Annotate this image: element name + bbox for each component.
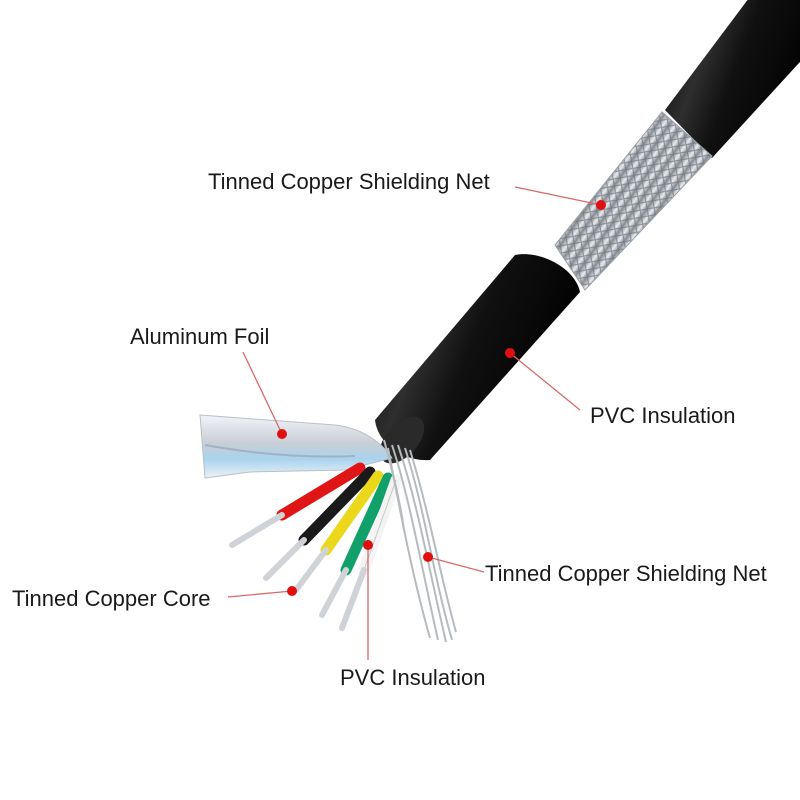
label-aluminum-foil: Aluminum Foil (130, 324, 270, 349)
aluminum-foil-wrap (199, 414, 393, 479)
label-pvc-inner: PVC Insulation (340, 665, 486, 690)
marker-aluminum-foil (277, 429, 287, 439)
inner-wires (229, 462, 402, 631)
marker-copper-core (287, 586, 297, 596)
upper-jacket (665, 0, 800, 158)
wire-yellow (293, 470, 384, 593)
label-pvc-outer: PVC Insulation (590, 403, 736, 428)
label-shield-bottom: Tinned Copper Shielding Net (485, 561, 767, 586)
wire-green (319, 472, 394, 618)
wire-red (229, 462, 366, 548)
marker-pvc-inner (363, 540, 373, 550)
marker-dots (277, 200, 606, 596)
leader-lines (227, 186, 602, 660)
upper-braid (554, 111, 713, 291)
marker-shield-top (596, 200, 606, 210)
label-copper-core: Tinned Copper Core (12, 586, 211, 611)
wire-white (339, 474, 402, 631)
lower-jacket (375, 254, 580, 464)
wire-black (263, 466, 376, 581)
marker-shield-bottom (423, 552, 433, 562)
loose-braid-strands (383, 439, 457, 643)
label-shield-top: Tinned Copper Shielding Net (208, 169, 490, 194)
marker-pvc-outer (505, 348, 515, 358)
